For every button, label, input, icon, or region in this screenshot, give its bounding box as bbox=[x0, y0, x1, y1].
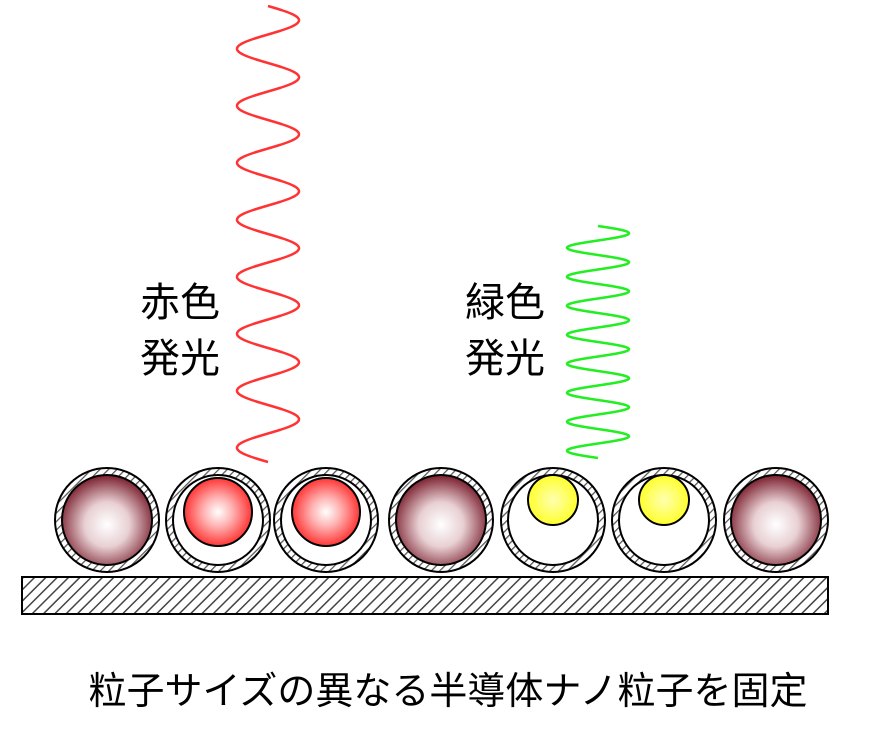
medium-core bbox=[291, 477, 361, 547]
nanoparticle-row bbox=[54, 467, 829, 573]
small-core bbox=[527, 474, 579, 526]
nanoparticle-large-core bbox=[54, 467, 160, 573]
red-emission-label: 赤色 発光 bbox=[140, 280, 233, 382]
substrate bbox=[21, 576, 829, 615]
green-emission-label-line-1: 緑色 bbox=[465, 280, 545, 326]
red-emission-label-line-1: 赤色 bbox=[140, 280, 220, 326]
nanoparticle-large-core bbox=[388, 467, 494, 573]
nanoparticle-large-core bbox=[723, 467, 829, 573]
red-emission-wave bbox=[235, 4, 301, 464]
large-core bbox=[395, 474, 487, 566]
green-emission-wave bbox=[565, 224, 631, 460]
large-core bbox=[61, 474, 153, 566]
green-emission-label: 緑色 発光 bbox=[465, 280, 558, 382]
green-emission-label-line-2: 発光 bbox=[465, 336, 545, 382]
caption: 粒子サイズの異なる半導体ナノ粒子を固定 bbox=[89, 669, 808, 713]
medium-core bbox=[183, 477, 253, 547]
small-core bbox=[638, 474, 690, 526]
nanoparticle-small-core bbox=[500, 467, 606, 573]
nanoparticle-medium-core bbox=[165, 467, 271, 573]
nanoparticle-medium-core bbox=[273, 467, 379, 573]
large-core bbox=[730, 474, 822, 566]
nanoparticle-small-core bbox=[611, 467, 717, 573]
red-emission-label-line-2: 発光 bbox=[140, 336, 220, 382]
